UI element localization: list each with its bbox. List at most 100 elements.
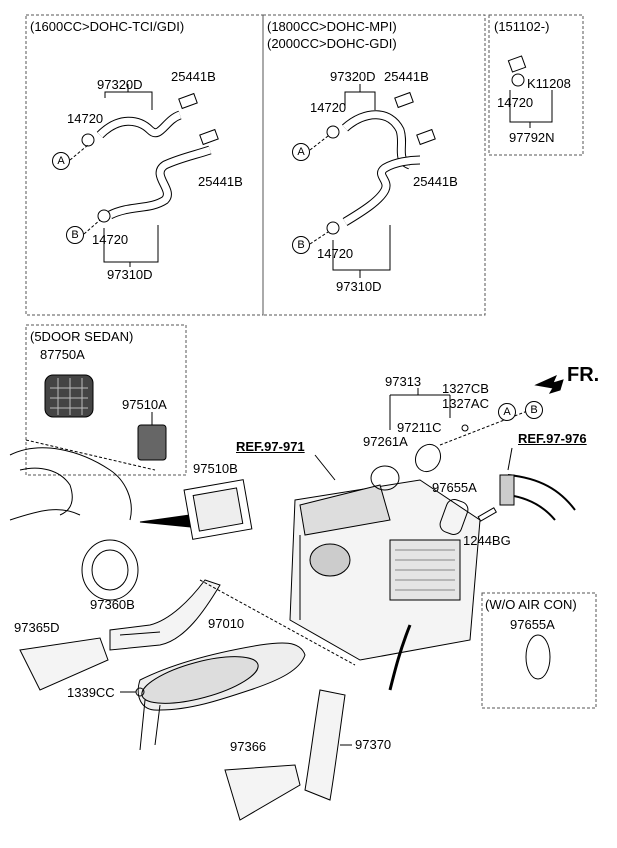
bracket-97310d-left bbox=[103, 225, 159, 263]
bolt-1244bg bbox=[477, 507, 497, 522]
pipe-97-976 bbox=[507, 474, 576, 521]
label-97320d-left: 97320D bbox=[97, 77, 143, 92]
clamp-14720-a2 bbox=[97, 209, 111, 223]
duct-97360b bbox=[109, 579, 221, 651]
dashed-5door-link bbox=[25, 439, 156, 471]
fr-arrow-icon bbox=[534, 375, 564, 394]
marker-a-right: A bbox=[292, 143, 310, 161]
pipe-97-976-block bbox=[499, 474, 515, 506]
label-97310d-left: 97310D bbox=[107, 267, 153, 282]
clamp-25441b-b2 bbox=[416, 128, 436, 146]
marker-b-left: B bbox=[66, 226, 84, 244]
panel-woac-border bbox=[481, 592, 597, 709]
label-97655a-woac: 97655A bbox=[510, 617, 555, 632]
panel-5door-border bbox=[25, 324, 187, 476]
label-87750a: 87750A bbox=[40, 347, 85, 362]
panel-1600cc-title: (1600CC>DOHC-TCI/GDI) bbox=[30, 19, 185, 34]
clamp-25441b-a1 bbox=[178, 92, 198, 110]
label-k11208: K11208 bbox=[527, 76, 571, 91]
marker-b-main: B bbox=[525, 401, 543, 419]
clamp-part-151102 bbox=[507, 55, 527, 73]
clamp-14720-b2 bbox=[326, 221, 340, 235]
label-97370: 97370 bbox=[355, 737, 392, 752]
hose-97310d-left-inner bbox=[108, 146, 212, 219]
clamp-25441b-a2 bbox=[199, 128, 219, 146]
label-97211c: 97211C bbox=[397, 420, 442, 435]
label-14720-left-bot: 14720 bbox=[92, 232, 129, 247]
label-97010: 97010 bbox=[208, 616, 245, 631]
clamp-14720-a1 bbox=[81, 133, 95, 147]
panel-woac-title: (W/O AIR CON) bbox=[485, 597, 577, 612]
label-97792n: 97792N bbox=[509, 130, 555, 145]
label-fr: FR. bbox=[567, 364, 600, 386]
hose-97310d-right-inner bbox=[343, 156, 421, 226]
gasket-97655a-woac bbox=[525, 634, 551, 680]
panel-1800cc-title1: (1800CC>DOHC-MPI) bbox=[267, 19, 397, 34]
panel-1600cc-border bbox=[25, 14, 264, 316]
arrow-vent-to-car bbox=[139, 514, 191, 528]
gasket-97261a bbox=[370, 465, 400, 491]
leader-ref97976 bbox=[507, 447, 513, 471]
dashed-ab-link bbox=[439, 409, 531, 446]
heater-unit bbox=[289, 479, 481, 691]
gasket-97655a bbox=[439, 499, 469, 535]
marker-b-right: B bbox=[292, 236, 310, 254]
gasket-97211c bbox=[414, 443, 442, 473]
label-97360b: 97360B bbox=[90, 597, 135, 612]
screw-1327 bbox=[461, 424, 469, 432]
panel-2000cc-title2: (2000CC>DOHC-GDI) bbox=[267, 36, 397, 51]
label-1244bg: 1244BG bbox=[463, 533, 511, 548]
clamp-14720-c bbox=[511, 73, 525, 87]
dashed-duct-link bbox=[199, 579, 356, 666]
label-97261a: 97261A bbox=[363, 434, 408, 449]
label-25441b-right-top: 25441B bbox=[384, 69, 429, 84]
label-1339cc: 1339CC bbox=[67, 685, 115, 700]
duct-97366 bbox=[224, 764, 301, 821]
label-97320d-right: 97320D bbox=[330, 69, 376, 84]
bracket-97310d-right bbox=[332, 225, 391, 271]
marker-a-left: A bbox=[52, 152, 70, 170]
label-14720-right-top: 14720 bbox=[310, 100, 347, 115]
bracket-97320d-left bbox=[104, 91, 153, 110]
duct-97010 bbox=[137, 642, 306, 751]
label-1327ac: 1327AC bbox=[442, 396, 489, 411]
label-25441b-right-mid: 25441B bbox=[413, 174, 458, 189]
label-1327cb: 1327CB bbox=[442, 381, 489, 396]
clamp-14720-b1 bbox=[326, 125, 340, 139]
panel-151102-border bbox=[488, 14, 584, 156]
label-25441b-left-top: 25441B bbox=[171, 69, 216, 84]
leader-b2 bbox=[309, 231, 329, 245]
clamp-25441b-b1 bbox=[394, 91, 414, 109]
leader-ref97971 bbox=[314, 454, 336, 481]
car-wheel-inner bbox=[91, 549, 129, 591]
label-97510a: 97510A bbox=[122, 397, 167, 412]
hose-97320d-left-inner bbox=[97, 111, 182, 138]
label-14720-right-bot: 14720 bbox=[317, 246, 354, 261]
panel-1800cc-border bbox=[262, 14, 486, 316]
leader-a1 bbox=[69, 144, 89, 161]
duct-97370 bbox=[304, 689, 346, 801]
label-97655a: 97655A bbox=[432, 480, 477, 495]
label-97365d: 97365D bbox=[14, 620, 60, 635]
vent-87750a-grid bbox=[50, 378, 88, 415]
leader-b1 bbox=[83, 219, 101, 235]
bracket-97792n bbox=[509, 90, 553, 123]
car-outline bbox=[9, 447, 132, 521]
leader-a2 bbox=[309, 135, 329, 151]
label-97313: 97313 bbox=[385, 374, 422, 389]
duct-97365d bbox=[19, 637, 109, 691]
label-97366: 97366 bbox=[230, 739, 267, 754]
label-14720-left-top: 14720 bbox=[67, 111, 104, 126]
vent-97510a bbox=[137, 424, 167, 461]
vent-87750a bbox=[44, 374, 94, 418]
marker-a-main: A bbox=[498, 403, 516, 421]
vent-97510b bbox=[183, 479, 253, 540]
label-ref-97-971: REF.97-971 bbox=[236, 439, 305, 454]
car-wheel bbox=[81, 539, 139, 601]
bracket-97320d-right bbox=[344, 91, 376, 110]
label-25441b-left-mid: 25441B bbox=[198, 174, 243, 189]
panel-151102-title: (151102-) bbox=[494, 19, 550, 34]
label-97510b: 97510B bbox=[193, 461, 238, 476]
panel-5door-title: (5DOOR SEDAN) bbox=[30, 329, 134, 344]
